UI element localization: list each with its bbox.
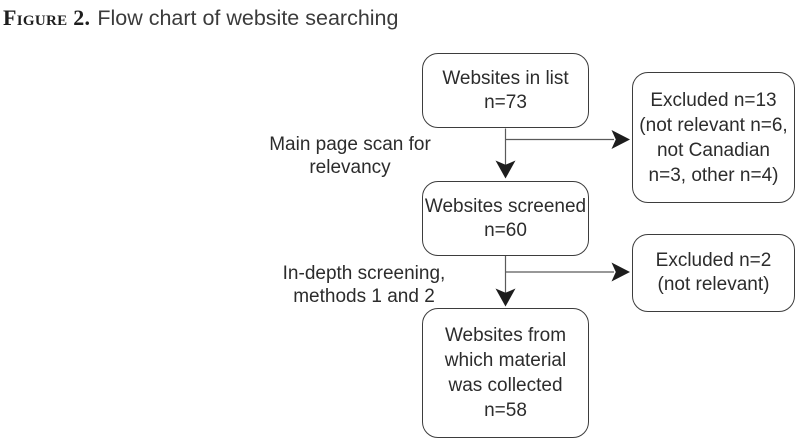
node-websites-collected: Websites from which material was collect… [422, 308, 589, 438]
node-excluded-13: Excluded n=13 (not relevant n=6, not Can… [632, 72, 795, 203]
edge-label-main-page-scan: Main page scan for relevancy [269, 134, 431, 178]
arrow-right-to-excluded-13 [505, 130, 630, 149]
arrow-down-to-screened [495, 128, 516, 179]
node-websites-screened: Websites screened n=60 [422, 181, 589, 256]
arrow-down-to-collected [495, 256, 516, 307]
edge-label-in-depth-screening: In-depth screening, methods 1 and 2 [282, 263, 446, 307]
figure-label: Figure 2. [3, 5, 91, 30]
figure-caption: Flow chart of website searching [97, 6, 399, 30]
node-excluded-2: Excluded n=2 (not relevant) [632, 234, 795, 312]
node-websites-in-list: Websites in list n=73 [422, 53, 589, 128]
arrow-right-to-excluded-2 [505, 262, 630, 282]
figure-title: Figure 2.Flow chart of website searching [3, 5, 398, 31]
